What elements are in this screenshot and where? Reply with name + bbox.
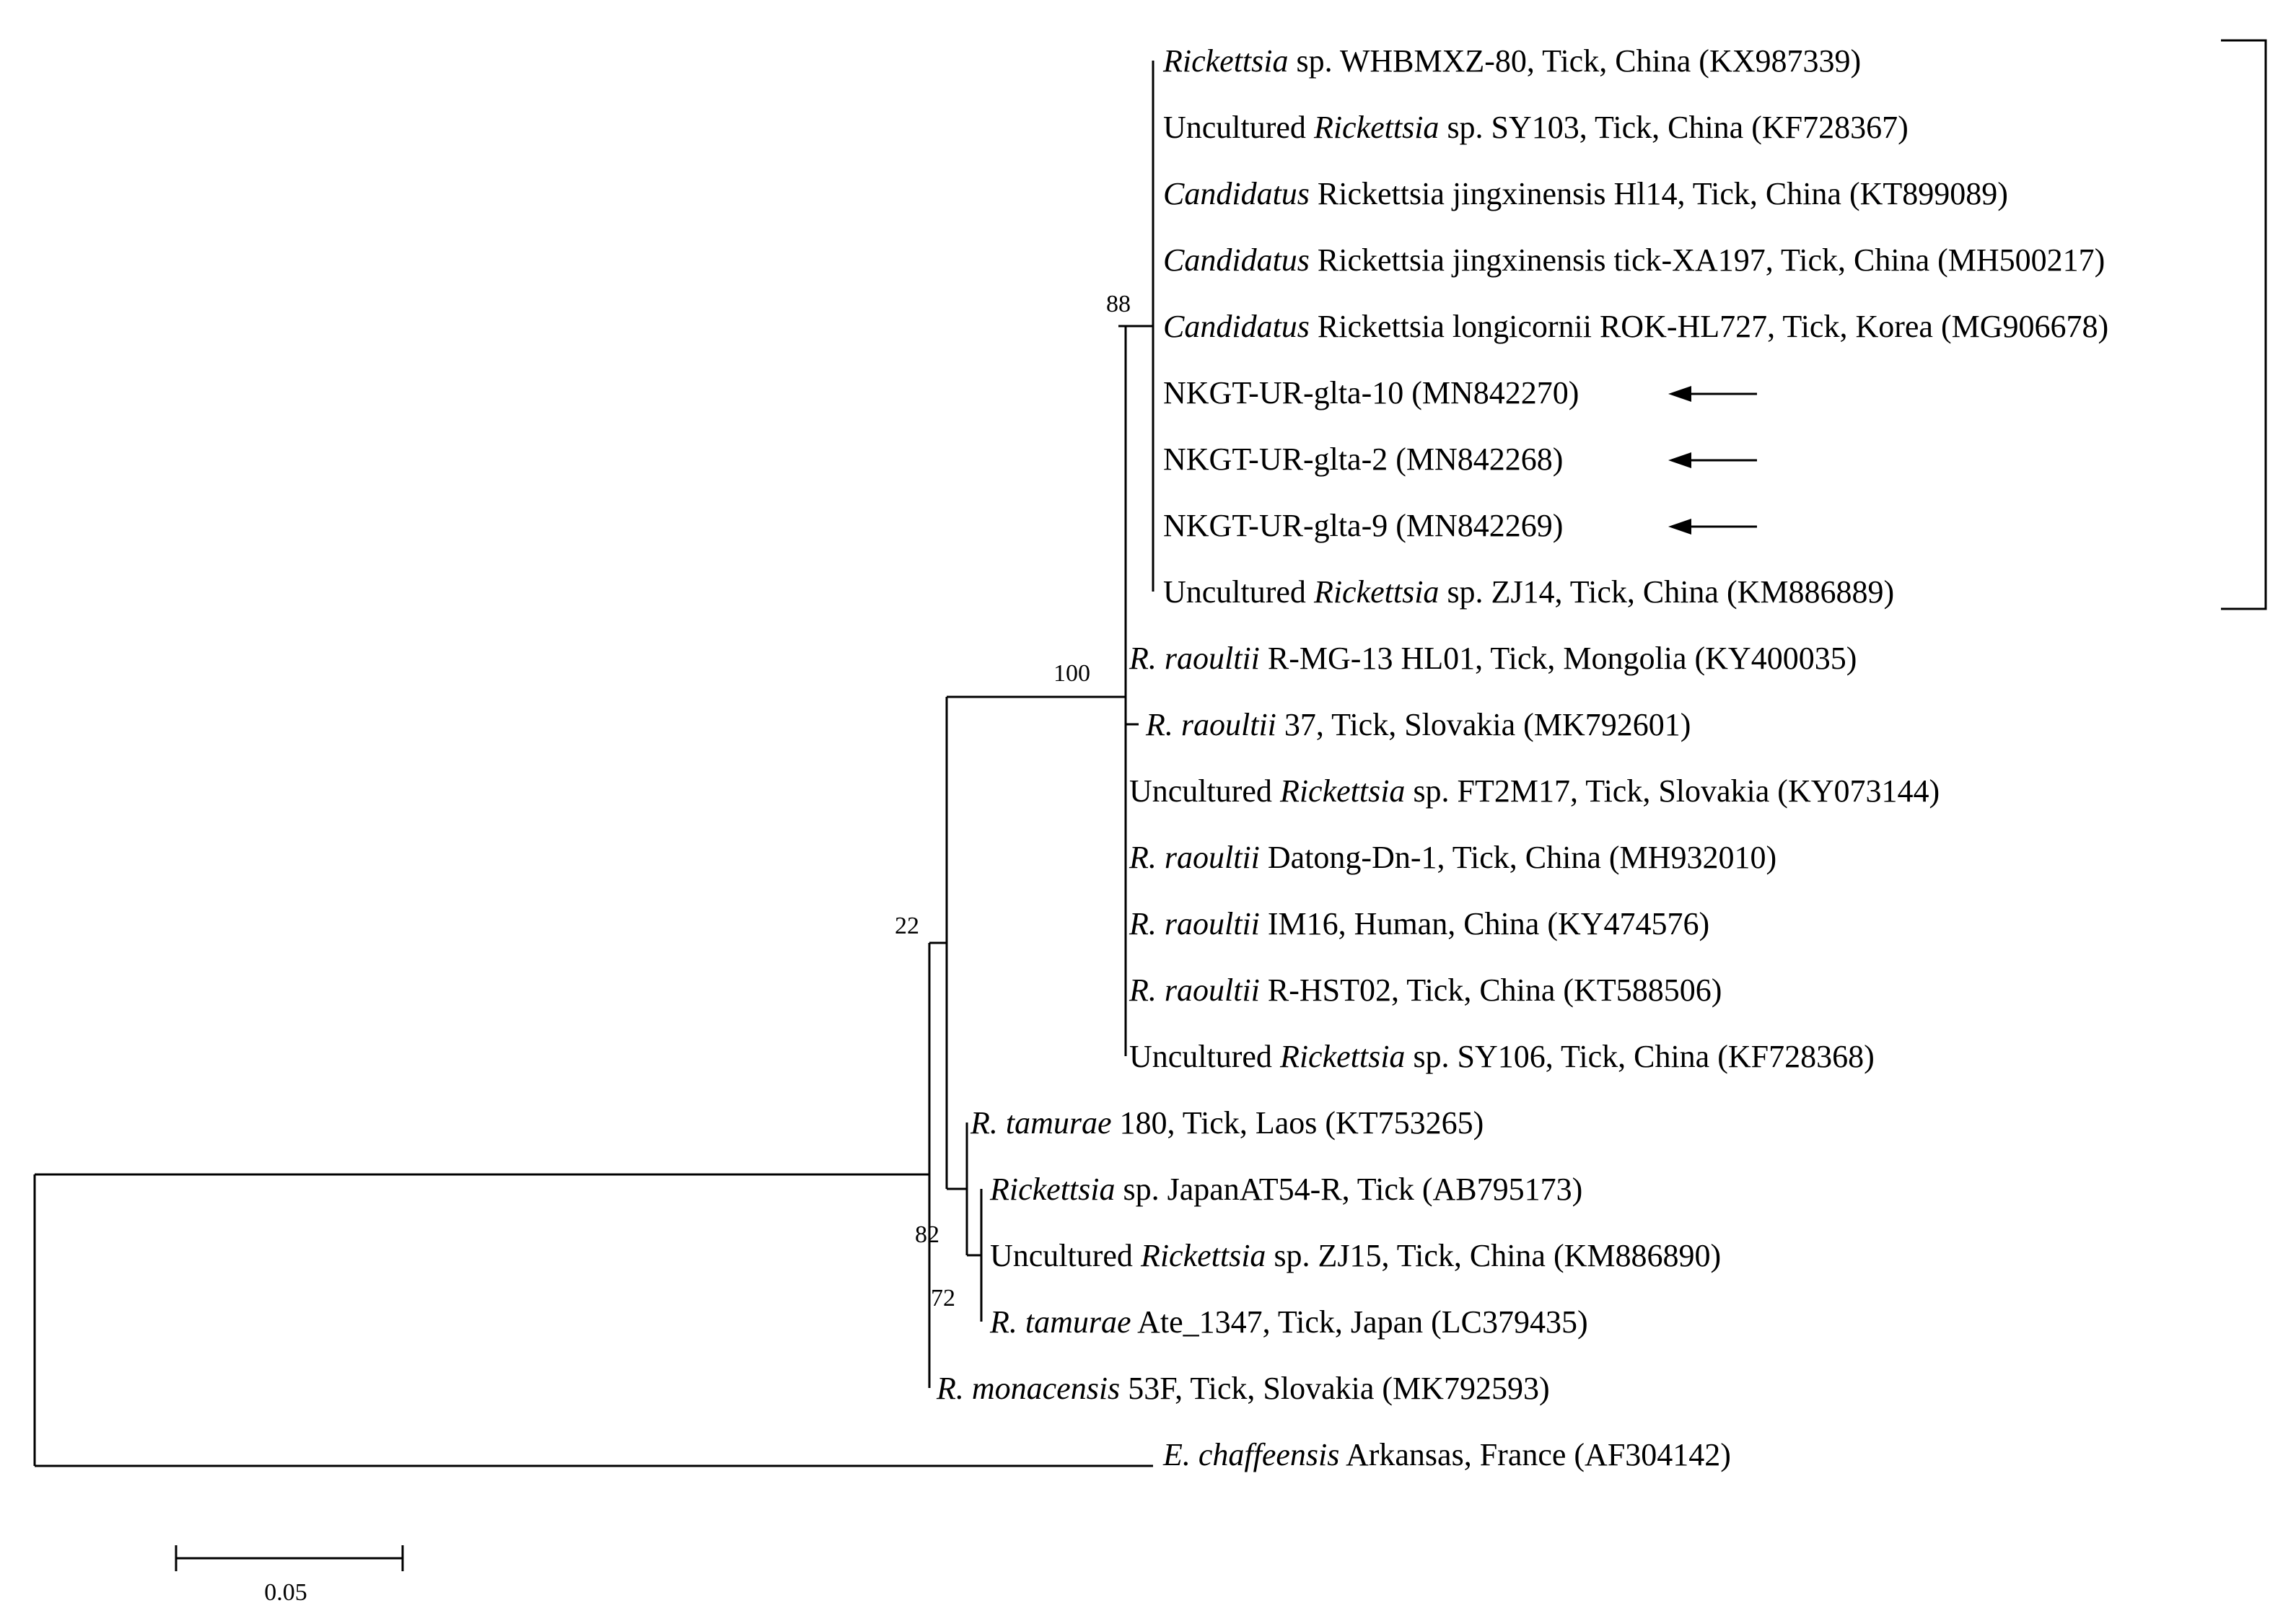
leaf-label-6: NKGT-UR-glta-10 (MN842270) <box>1163 375 1579 410</box>
leaf-label-5: Candidatus Rickettsia longicornii ROK-HL… <box>1163 309 2108 344</box>
arrowhead-icon <box>1668 452 1691 468</box>
clade-bracket <box>2221 39 2267 610</box>
leaf-label-3: Candidatus Rickettsia jingxinensis Hl14,… <box>1163 176 2008 211</box>
leaf-label-22: E. chaffeensis Arkansas, France (AF30414… <box>1162 1437 1731 1472</box>
arrowhead-icon <box>1668 519 1691 535</box>
leaf-label-1: Rickettsia sp. WHBMXZ-80, Tick, China (K… <box>1162 43 1861 79</box>
leaf-label-11: R. raoultii 37, Tick, Slovakia (MK792601… <box>1145 707 1691 742</box>
leaf-label-21: R. monacensis 53F, Tick, Slovakia (MK792… <box>936 1371 1550 1406</box>
leaf-label-4: Candidatus Rickettsia jingxinensis tick-… <box>1163 242 2105 278</box>
scale-bar: 0.05 <box>175 1545 404 1606</box>
leaf-label-14: R. raoultii IM16, Human, China (KY474576… <box>1129 906 1709 941</box>
arrowhead-icon <box>1668 386 1691 402</box>
leaf-label-7: NKGT-UR-glta-2 (MN842268) <box>1163 442 1563 477</box>
leaf-label-18: Rickettsia sp. JapanAT54-R, Tick (AB7951… <box>989 1172 1582 1207</box>
leaf-label-19: Uncultured Rickettsia sp. ZJ15, Tick, Ch… <box>990 1238 1721 1273</box>
leaf-label-2: Uncultured Rickettsia sp. SY103, Tick, C… <box>1163 110 1909 145</box>
bootstrap-82: 82 <box>915 1221 939 1248</box>
leaf-label-13: R. raoultii Datong-Dn-1, Tick, China (MH… <box>1129 840 1776 875</box>
leaf-label-16: Uncultured Rickettsia sp. SY106, Tick, C… <box>1129 1039 1875 1074</box>
leaf-label-15: R. raoultii R-HST02, Tick, China (KT5885… <box>1129 972 1722 1008</box>
leaf-label-9: Uncultured Rickettsia sp. ZJ14, Tick, Ch… <box>1163 574 1894 610</box>
scale-bar-label: 0.05 <box>264 1579 307 1606</box>
leaf-label-20: R. tamurae Ate_1347, Tick, Japan (LC3794… <box>989 1304 1588 1340</box>
leaf-label-8: NKGT-UR-glta-9 (MN842269) <box>1163 508 1563 543</box>
tree-branches <box>33 61 1154 1467</box>
leaf-label-17: R. tamurae 180, Tick, Laos (KT753265) <box>970 1105 1484 1141</box>
leaf-label-12: Uncultured Rickettsia sp. FT2M17, Tick, … <box>1129 773 1940 809</box>
leaf-labels: Rickettsia sp. WHBMXZ-80, Tick, China (K… <box>936 43 2108 1472</box>
bootstrap-22: 22 <box>895 913 919 939</box>
leaf-label-10: R. raoultii R-MG-13 HL01, Tick, Mongolia… <box>1129 641 1857 676</box>
bootstrap-72: 72 <box>931 1285 955 1312</box>
bootstrap-88: 88 <box>1106 291 1131 317</box>
bootstrap-100: 100 <box>1053 660 1090 687</box>
